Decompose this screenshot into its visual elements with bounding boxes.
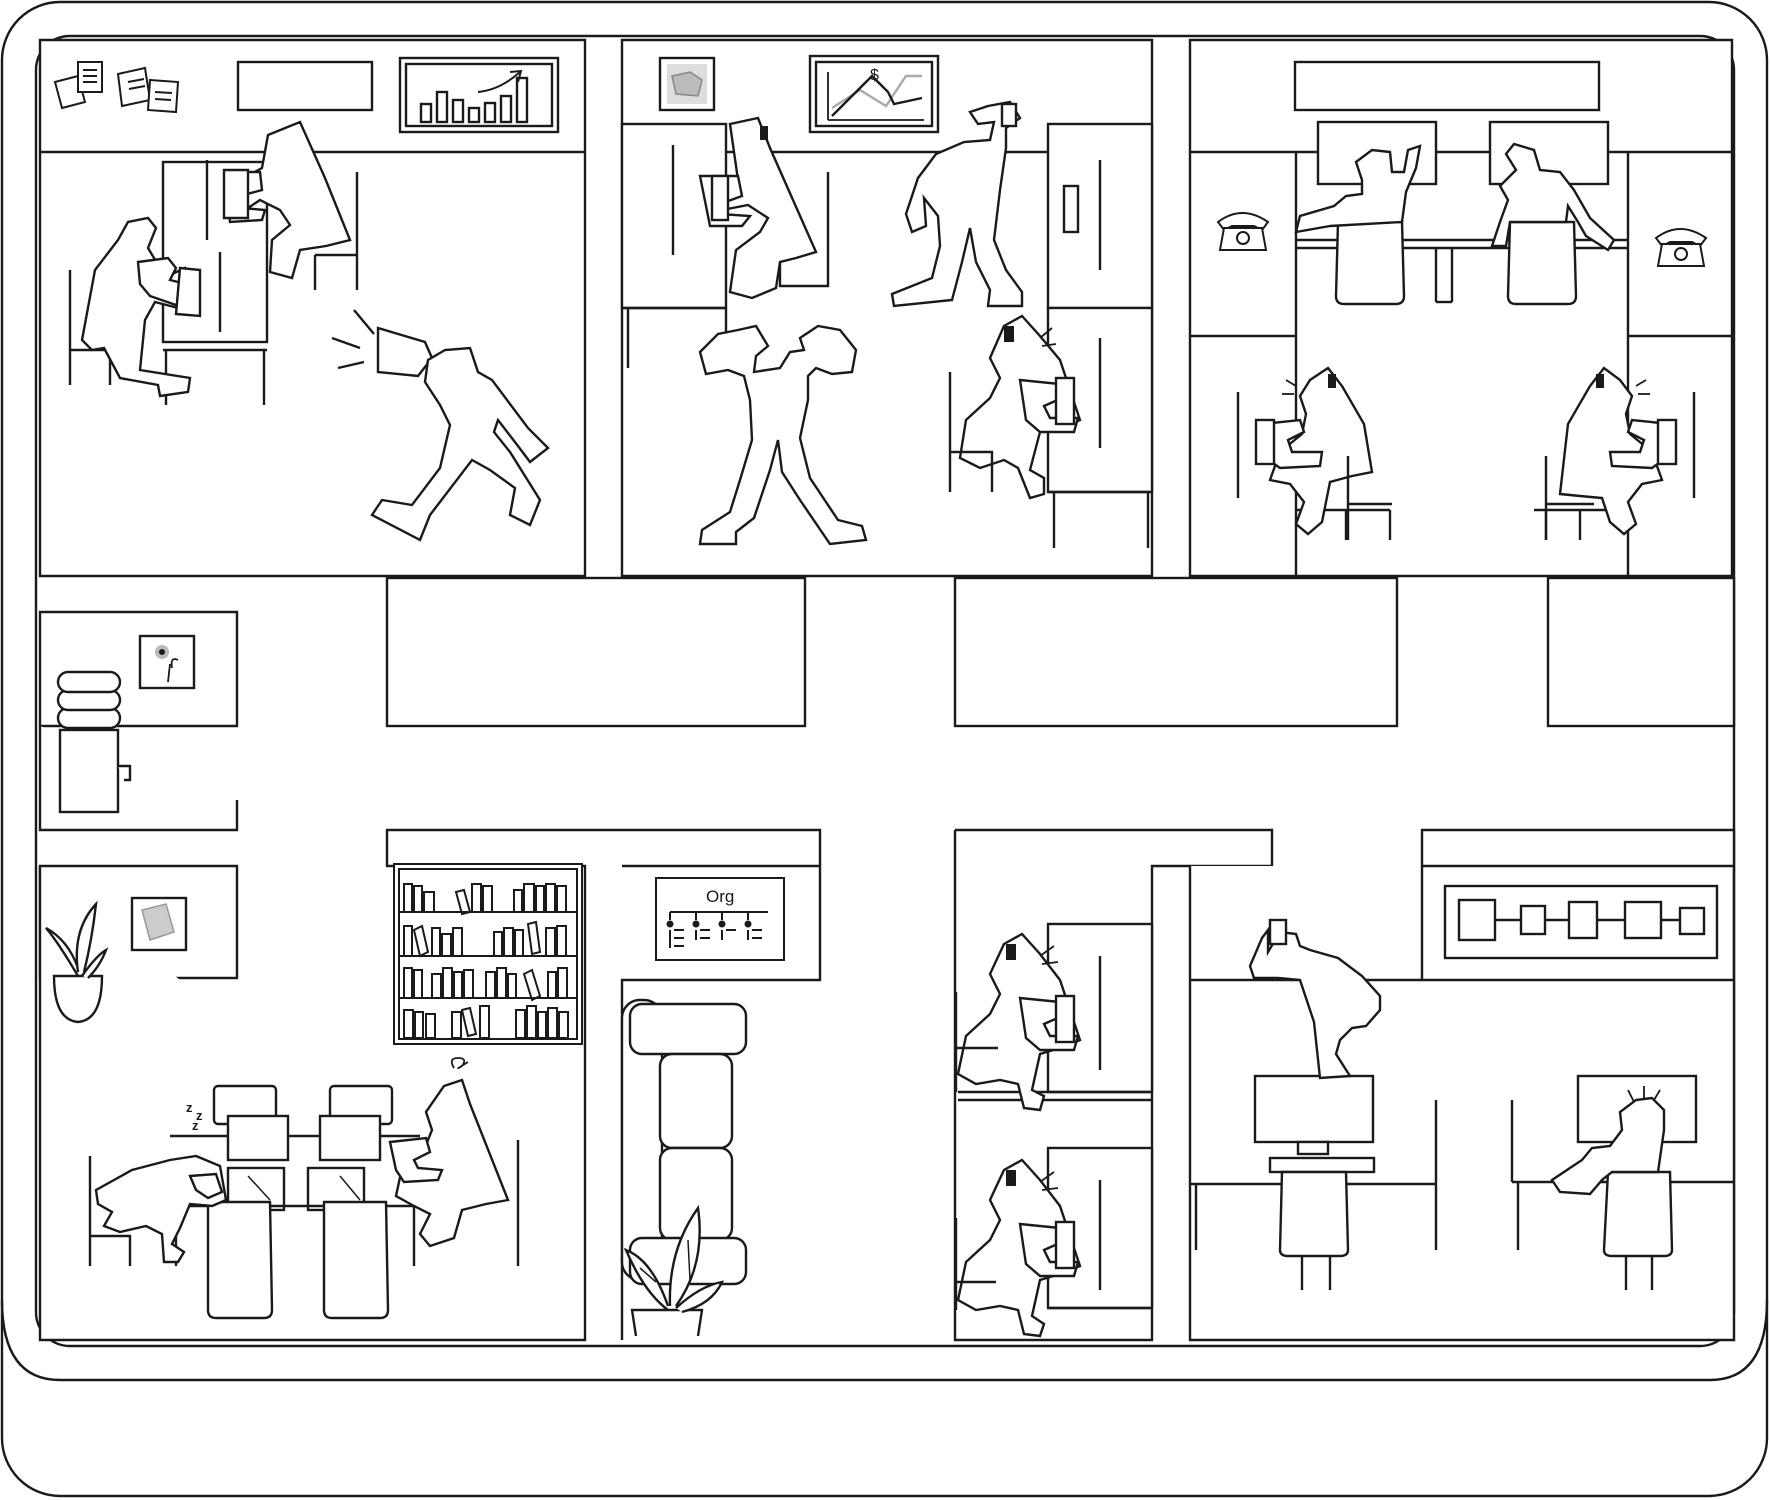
flexing-figure (698, 324, 868, 546)
worker-figure (698, 116, 818, 300)
bar-chart-icon (398, 56, 560, 134)
whiteboard (236, 60, 374, 112)
telephone-icon (1216, 212, 1270, 251)
cabinet-top-middle (1046, 122, 1154, 548)
meeting-table (88, 1084, 520, 1320)
chair (948, 372, 994, 492)
book-row (403, 1005, 569, 1039)
bookshelf-icon (393, 863, 583, 1045)
phone-call-figure (1248, 918, 1382, 1080)
chair (954, 992, 998, 1092)
sticky-notes-icon (53, 61, 180, 114)
confused-figure (388, 1057, 510, 1248)
whiteboard (1293, 60, 1601, 112)
book-row (403, 883, 567, 916)
worker-figure (222, 120, 352, 280)
potted-plant-icon (623, 1204, 725, 1337)
worker-figure (80, 216, 202, 398)
book-row (403, 920, 567, 958)
worker-figure (1294, 144, 1422, 234)
worker-figure (1558, 366, 1696, 536)
chair (1346, 456, 1392, 540)
couch-icon (620, 998, 748, 1286)
potted-plant-icon (45, 900, 109, 1024)
frustrated-figure (1550, 1086, 1666, 1196)
shouting-figure (331, 309, 550, 542)
chair (1544, 456, 1594, 540)
chart-currency-label: $ (870, 67, 879, 84)
worker-figure (1236, 366, 1374, 536)
notebook-picture-icon (130, 896, 188, 952)
water-cooler-icon (56, 670, 132, 814)
chair (954, 1218, 996, 1310)
desk-bottom-right (1190, 1074, 1438, 1290)
chair (1334, 220, 1578, 306)
flowchart-icon (1443, 884, 1719, 960)
sleep-symbol: z (192, 1118, 199, 1133)
org-chart-title: Org (706, 887, 734, 906)
telephone-icon (1654, 228, 1708, 267)
org-chart-icon: Org (655, 877, 785, 961)
phone-call-figure (890, 100, 1024, 308)
book-row (403, 967, 568, 1002)
sleep-symbol: z (186, 1100, 193, 1115)
flower-picture-icon (138, 634, 196, 690)
picture-icon (658, 56, 716, 112)
worker-figure (956, 932, 1082, 1112)
worker-figure (1490, 142, 1616, 252)
line-chart-icon: $ (808, 54, 940, 134)
sleeping-figure: z z z (94, 1100, 228, 1264)
worker-figure (956, 1158, 1082, 1338)
sleep-symbol: z (196, 1108, 203, 1123)
